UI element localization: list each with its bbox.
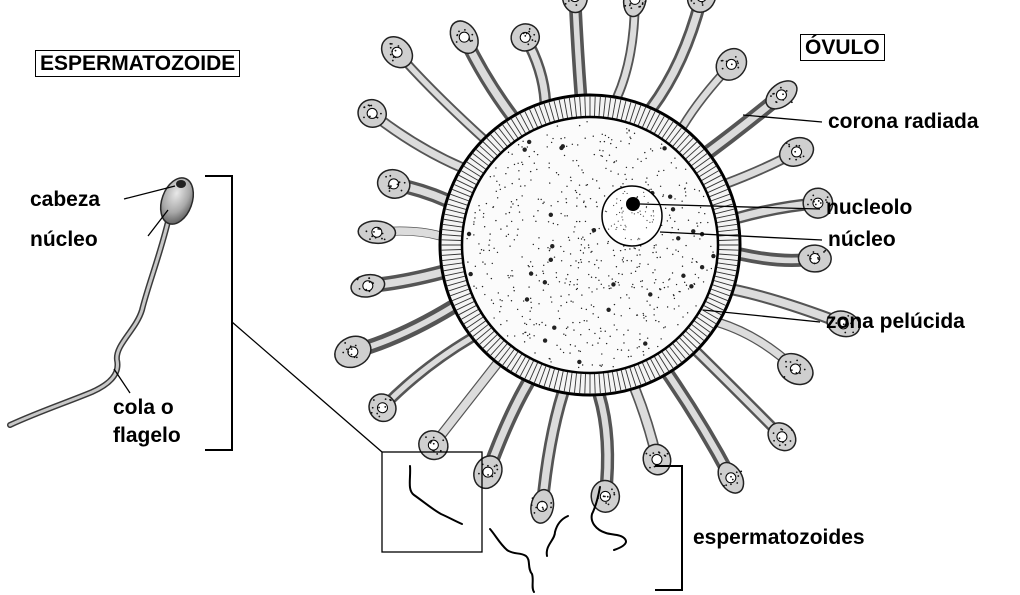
label-nucleolus: nucleolo bbox=[826, 196, 912, 220]
label-zona: zona pelúcida bbox=[826, 310, 965, 334]
label-ovum-nucleus: núcleo bbox=[828, 228, 896, 252]
ovum-nucleolus bbox=[626, 197, 640, 211]
label-sperm-nucleus: núcleo bbox=[30, 228, 98, 252]
label-corona: corona radiada bbox=[828, 110, 979, 134]
label-tail-line1: cola o bbox=[113, 396, 174, 420]
zona-pellucida bbox=[440, 95, 740, 395]
ovum bbox=[330, 0, 863, 525]
ovum-title: ÓVULO bbox=[800, 34, 885, 61]
ovum-nucleus bbox=[602, 186, 662, 246]
label-tail-line2: flagelo bbox=[113, 424, 181, 448]
zoom-box bbox=[382, 452, 482, 552]
label-group-sperm: espermatozoides bbox=[693, 526, 865, 550]
label-head: cabeza bbox=[30, 188, 100, 212]
sperm-title: ESPERMATOZOIDE bbox=[35, 50, 240, 77]
group-bracket bbox=[655, 466, 682, 590]
small-sperms bbox=[410, 466, 626, 592]
sperm-bracket bbox=[205, 176, 232, 450]
